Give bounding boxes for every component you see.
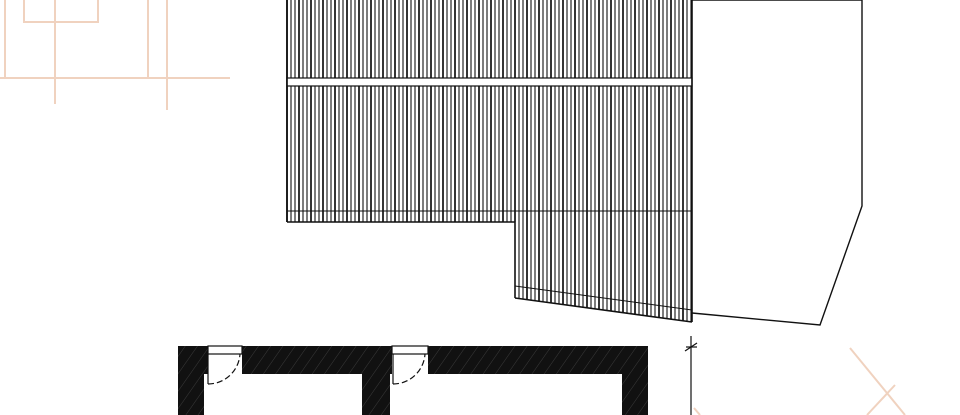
wall-top-right xyxy=(428,346,648,374)
construction-box xyxy=(23,0,99,23)
wall-partition xyxy=(362,346,390,415)
door-right xyxy=(391,345,429,385)
construction-line xyxy=(693,407,701,415)
roof-frame xyxy=(286,0,693,323)
construction-lines-bottom-right xyxy=(693,347,906,415)
dimension-line xyxy=(684,336,698,415)
roof-rail xyxy=(514,285,693,311)
roof-edge-bottom-slant xyxy=(514,297,693,323)
floor-plan xyxy=(178,345,648,415)
door-left xyxy=(207,345,243,385)
roof-outline xyxy=(691,0,863,326)
wall-left xyxy=(178,346,204,415)
roof-slats xyxy=(286,0,692,322)
construction-line xyxy=(866,384,896,415)
door-lintel xyxy=(207,345,243,355)
construction-lines-top-left xyxy=(0,0,230,110)
door-swing xyxy=(392,353,426,385)
slat-band-gap xyxy=(286,77,693,87)
wall-right xyxy=(622,346,648,415)
roof-outline-path xyxy=(691,0,863,326)
construction-line xyxy=(849,347,906,415)
door-swing xyxy=(207,353,241,385)
door-lintel xyxy=(391,345,429,355)
